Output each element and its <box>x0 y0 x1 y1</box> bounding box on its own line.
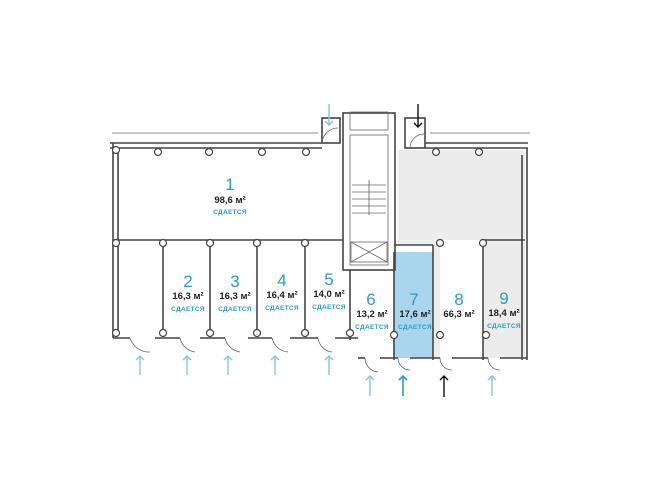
room-status: СДАЕТСЯ <box>312 304 346 311</box>
room-number: 9 <box>499 289 508 308</box>
room-status: СДАЕТСЯ <box>398 324 432 331</box>
walls <box>110 111 530 373</box>
room-7[interactable]: 7 17,6 м² СДАЕТСЯ <box>398 290 432 331</box>
room-area: 18,4 м² <box>488 308 519 319</box>
entrance-arrows <box>135 104 497 397</box>
arrow-up-icon <box>324 355 334 375</box>
room-status: СДАЕТСЯ <box>355 324 389 331</box>
room-4[interactable]: 4 16,4 м² СДАЕТСЯ <box>265 271 299 312</box>
room-number: 8 <box>454 290 463 309</box>
room-area: 16,3 м² <box>219 291 250 302</box>
arrow-up-icon <box>270 355 280 375</box>
room-1[interactable]: 1 98,6 м² СДАЕТСЯ <box>213 175 247 216</box>
room-area: 13,2 м² <box>356 309 387 320</box>
room-area: 66,3 м² <box>443 309 474 320</box>
room-8-fill[interactable] <box>398 150 525 358</box>
room-status: СДАЕТСЯ <box>487 323 521 330</box>
room-number: 1 <box>225 175 234 194</box>
columns <box>111 145 491 340</box>
room-number: 3 <box>230 272 239 291</box>
arrow-up-icon <box>365 375 375 396</box>
room-8[interactable]: 8 66,3 м² <box>443 290 474 320</box>
arrow-up-icon <box>223 355 233 375</box>
arrow-down-icon <box>324 104 334 126</box>
room-status: СДАЕТСЯ <box>218 306 252 313</box>
room-number: 6 <box>366 290 375 309</box>
arrow-up-icon <box>398 374 408 396</box>
room-2[interactable]: 2 16,3 м² СДАЕТСЯ <box>171 272 205 313</box>
room-9[interactable]: 9 18,4 м² СДАЕТСЯ <box>487 289 521 330</box>
room-5[interactable]: 5 14,0 м² СДАЕТСЯ <box>312 270 346 311</box>
room-number: 2 <box>183 272 192 291</box>
room-number: 5 <box>324 270 333 289</box>
arrow-up-icon <box>439 375 449 397</box>
arrow-up-icon <box>487 375 497 396</box>
room-area: 16,3 м² <box>172 291 203 302</box>
room-area: 16,4 м² <box>266 290 297 301</box>
room-area: 14,0 м² <box>313 289 344 300</box>
room-3[interactable]: 3 16,3 м² СДАЕТСЯ <box>218 272 252 313</box>
room-number: 4 <box>277 271 286 290</box>
room-status: СДАЕТСЯ <box>213 209 247 216</box>
room-6[interactable]: 6 13,2 м² СДАЕТСЯ <box>355 290 389 331</box>
arrow-down-icon <box>413 104 423 128</box>
room-status: СДАЕТСЯ <box>171 306 205 313</box>
room-7-fill[interactable] <box>394 252 433 358</box>
arrow-up-icon <box>135 355 145 375</box>
arrow-up-icon <box>182 355 192 375</box>
room-status: СДАЕТСЯ <box>265 305 299 312</box>
room-area: 17,6 м² <box>399 309 430 320</box>
room-area: 98,6 м² <box>214 195 245 206</box>
room-number: 7 <box>409 290 418 309</box>
